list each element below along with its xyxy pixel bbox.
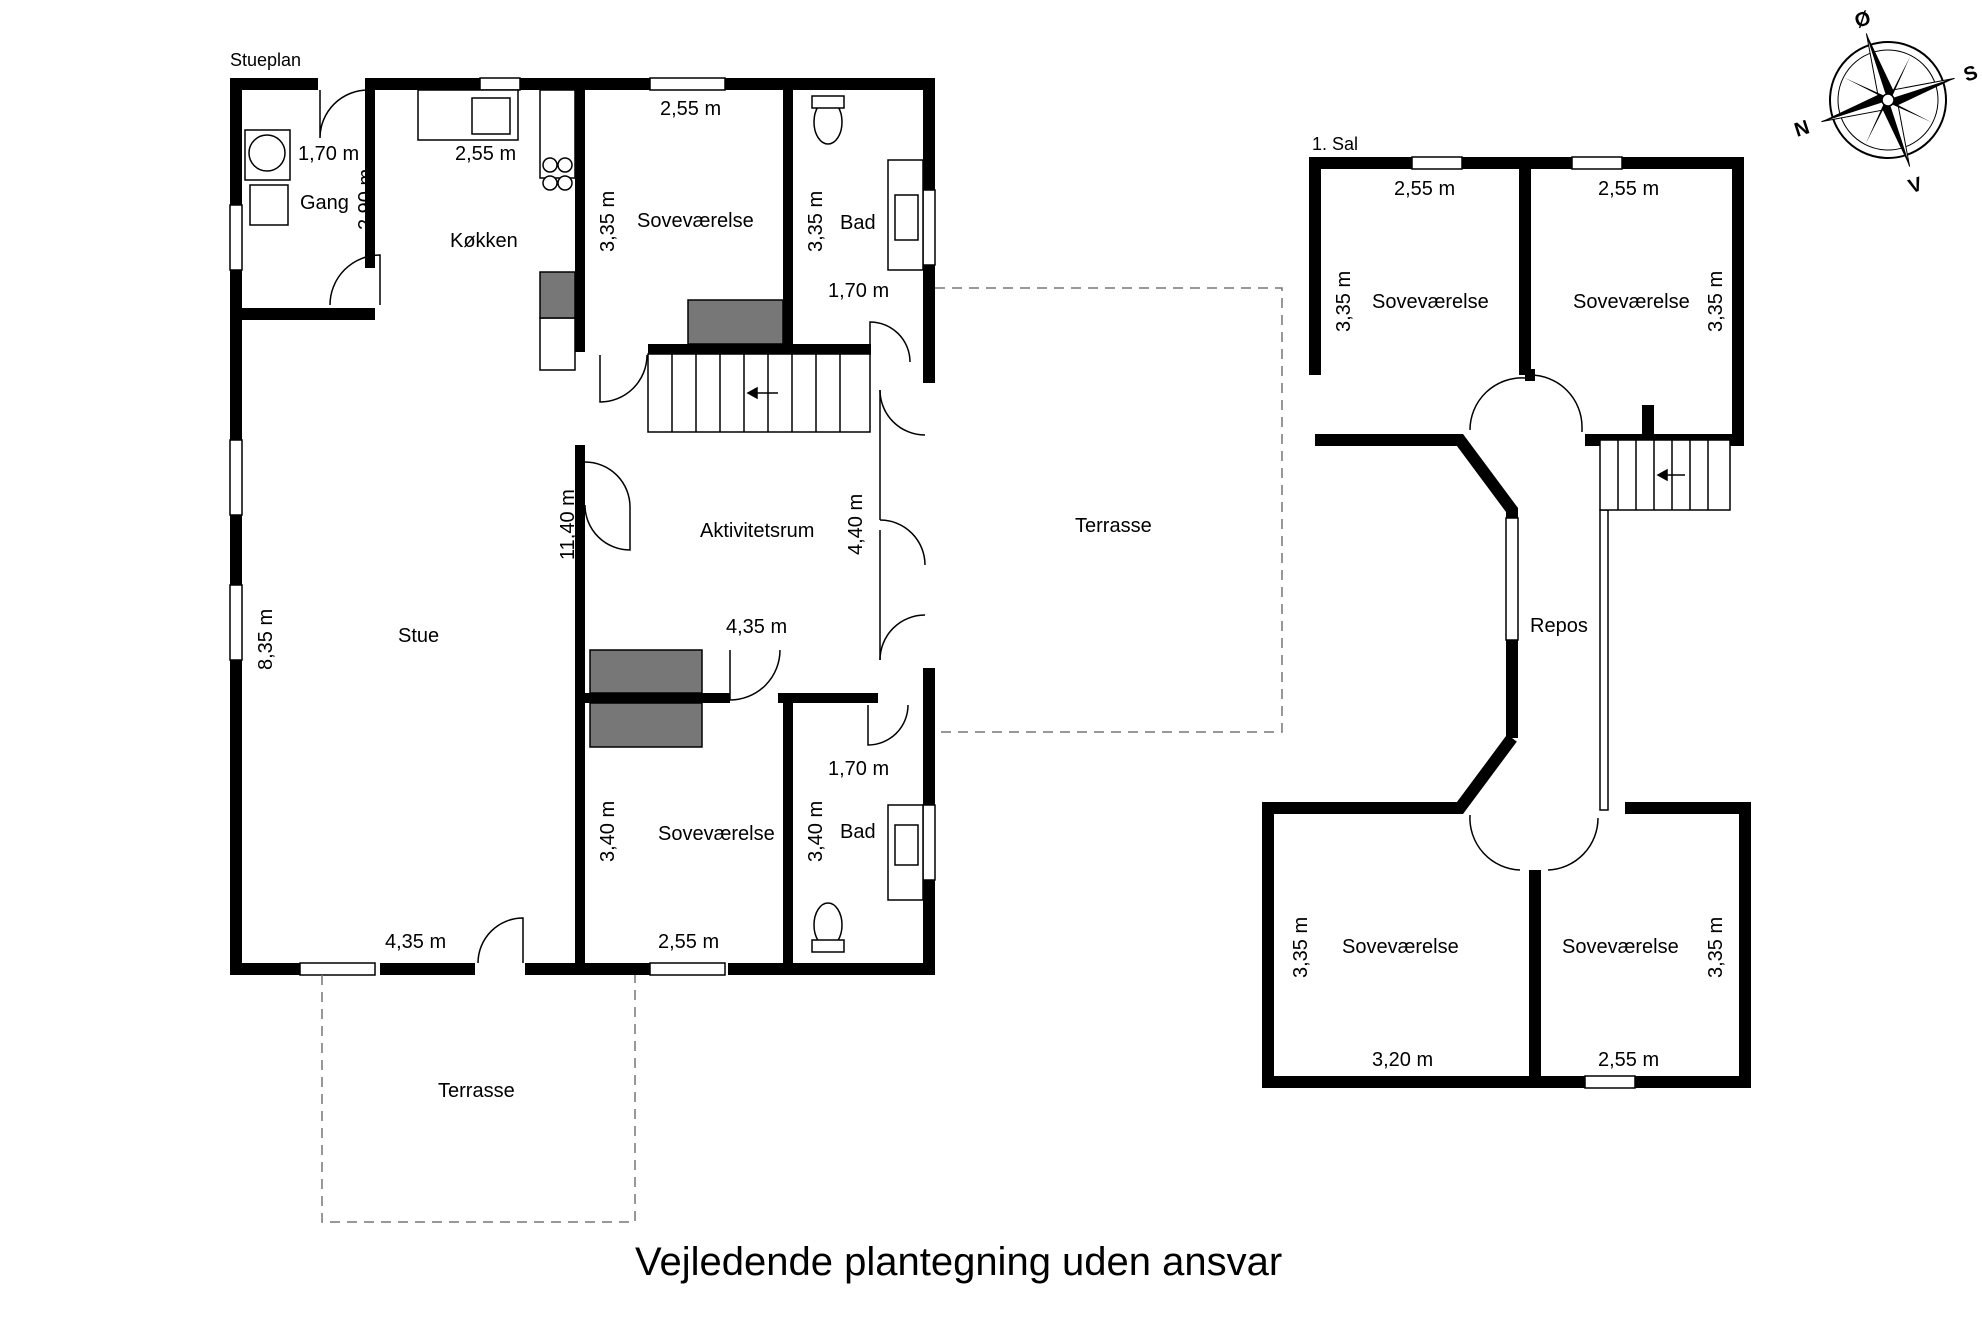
dim-bad-bottom-height: 3,40 m (805, 801, 827, 862)
dim-gang-height: 2,90 m (355, 169, 377, 230)
room-label-bad-bottom: Bad (840, 821, 876, 843)
room-label-sov-bottom-left: Soveværelse (1342, 936, 1459, 958)
dim-mid-width: 4,35 m (726, 616, 787, 638)
ground-floor-stairs (647, 353, 871, 433)
first-floor-stairs (1599, 439, 1731, 511)
ground-floor-plan: Stueplan Gang Køkken Soveværelse Bad Akt… (229, 50, 1283, 1223)
compass-label-v: V (1906, 173, 1926, 198)
dim-stue-width: 4,35 m (385, 931, 446, 953)
plan-disclaimer-title: Vejledende plantegning uden ansvar (635, 1240, 1282, 1284)
dim-sov-top-right-height: 3,35 m (1705, 271, 1727, 332)
dim-sovevaerelse-top-width: 2,55 m (660, 98, 721, 120)
room-label-repos: Repos (1530, 615, 1588, 637)
dim-bad-top-height: 3,35 m (805, 191, 827, 252)
repos-east-wall (1599, 509, 1609, 811)
ground-floor-fixtures (244, 89, 924, 953)
room-label-terrasse-east: Terrasse (1075, 515, 1152, 537)
dim-sov-bottom-left-width: 3,20 m (1372, 1049, 1433, 1071)
dim-aktivitetsrum-height: 11,40 m (557, 489, 579, 560)
compass-label-s: S (1961, 62, 1980, 87)
dim-sov-top-left-height: 3,35 m (1333, 271, 1355, 332)
room-label-sovevaerelse-bottom: Soveværelse (658, 823, 775, 845)
dim-bad-bottom-width: 1,70 m (828, 758, 889, 780)
room-label-sovevaerelse-top: Soveværelse (637, 210, 754, 232)
first-floor-plan: 1. Sal Soveværelse Soveværelse Repos Sov… (1262, 134, 1751, 1089)
room-label-kokken: Køkken (450, 230, 518, 252)
dim-sov-bottom-right-width: 2,55 m (1598, 1049, 1659, 1071)
ground-floor-doors (319, 89, 926, 964)
dim-bad-top-width: 1,70 m (828, 280, 889, 302)
ground-floor-windows (229, 77, 936, 976)
dim-sov-top-right-width: 2,55 m (1598, 178, 1659, 200)
room-label-sov-top-left: Soveværelse (1372, 291, 1489, 313)
dim-aktivitetsrum-width: 4,40 m (845, 494, 867, 555)
first-floor-doors (1469, 374, 1599, 871)
dim-sovevaerelse-bottom-height: 3,40 m (597, 801, 619, 862)
room-label-bad-top: Bad (840, 212, 876, 234)
first-floor-heading: 1. Sal (1312, 134, 1358, 154)
ground-floor-terraces (321, 287, 1283, 1223)
room-label-sov-bottom-right: Soveværelse (1562, 936, 1679, 958)
dim-sov-bottom-right-height: 3,35 m (1705, 917, 1727, 978)
room-label-stue: Stue (398, 625, 439, 647)
compass-label-o: Ø (1852, 7, 1874, 33)
compass-label-n: N (1792, 116, 1813, 141)
dim-sov-bottom-left-height: 3,35 m (1290, 917, 1312, 978)
room-label-terrasse-south: Terrasse (438, 1080, 515, 1102)
first-floor-windows (1411, 156, 1636, 1089)
dim-sovevaerelse-top-height: 3,35 m (597, 191, 619, 252)
dim-sov-top-left-width: 2,55 m (1394, 178, 1455, 200)
dim-kokken-width: 2,55 m (455, 143, 516, 165)
ground-floor-heading: Stueplan (230, 50, 301, 70)
room-label-aktivitetsrum: Aktivitetsrum (700, 520, 814, 542)
room-label-sov-top-right: Soveværelse (1573, 291, 1690, 313)
dim-gang-width: 1,70 m (298, 143, 359, 165)
dim-stue-height: 8,35 m (255, 609, 277, 670)
room-label-gang: Gang (300, 192, 349, 214)
compass-rose-icon: Ø S V N (1792, 7, 1981, 198)
dim-sovevaerelse-bottom-width: 2,55 m (658, 931, 719, 953)
